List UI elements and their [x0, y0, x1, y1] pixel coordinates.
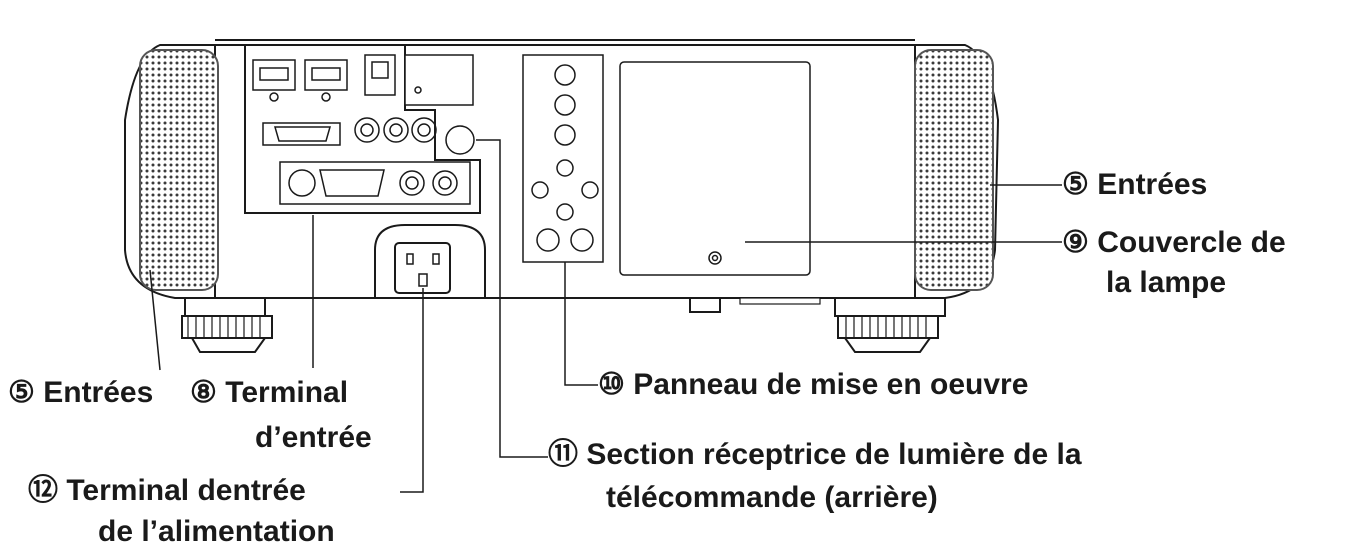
label-couvercle-line1: ⑨ Couvercle de	[1062, 226, 1286, 259]
operating-panel	[522, 54, 604, 263]
leader-section	[476, 139, 548, 458]
hdmi-port-1	[252, 59, 296, 102]
left-foot	[181, 297, 273, 353]
rs232-port	[262, 122, 341, 146]
label-couvercle-line2: la lampe	[1106, 266, 1227, 299]
label-terminal-entree-line2: d’entrée	[255, 421, 372, 454]
service-panel	[404, 54, 474, 106]
label-alimentation-line1: ⑫ Terminal dentrée	[28, 474, 306, 507]
label-terminal-entree-line1: ⑧ Terminal	[190, 376, 349, 409]
bottom-tab	[689, 297, 721, 313]
left-grille	[139, 49, 219, 291]
component-ports	[354, 117, 437, 143]
hdmi-port-2	[304, 59, 348, 102]
label-panneau: ⑩ Panneau de mise en oeuvre	[598, 368, 1029, 401]
ir-receiver	[445, 125, 475, 155]
leader-panneau	[564, 262, 598, 386]
label-entrees-left: ⑤ Entrées	[8, 376, 154, 409]
right-grille	[914, 49, 994, 291]
leader-lines	[149, 139, 1062, 493]
lamp-cover	[619, 61, 811, 276]
bottom-strip	[739, 297, 821, 305]
leader-alimentation	[400, 288, 424, 493]
power-inlet	[374, 224, 486, 298]
lan-port	[364, 54, 396, 96]
lower-input-block	[279, 161, 471, 205]
right-foot	[834, 297, 946, 353]
label-section-line2: télécommande (arrière)	[606, 481, 938, 514]
leader-entrees-left	[149, 269, 161, 371]
label-entrees-right: ⑤ Entrées	[1062, 168, 1208, 201]
label-section-line1: ⑪ Section réceptrice de lumière de la	[548, 438, 1082, 471]
label-alimentation-line2: de l’alimentation	[98, 515, 335, 548]
